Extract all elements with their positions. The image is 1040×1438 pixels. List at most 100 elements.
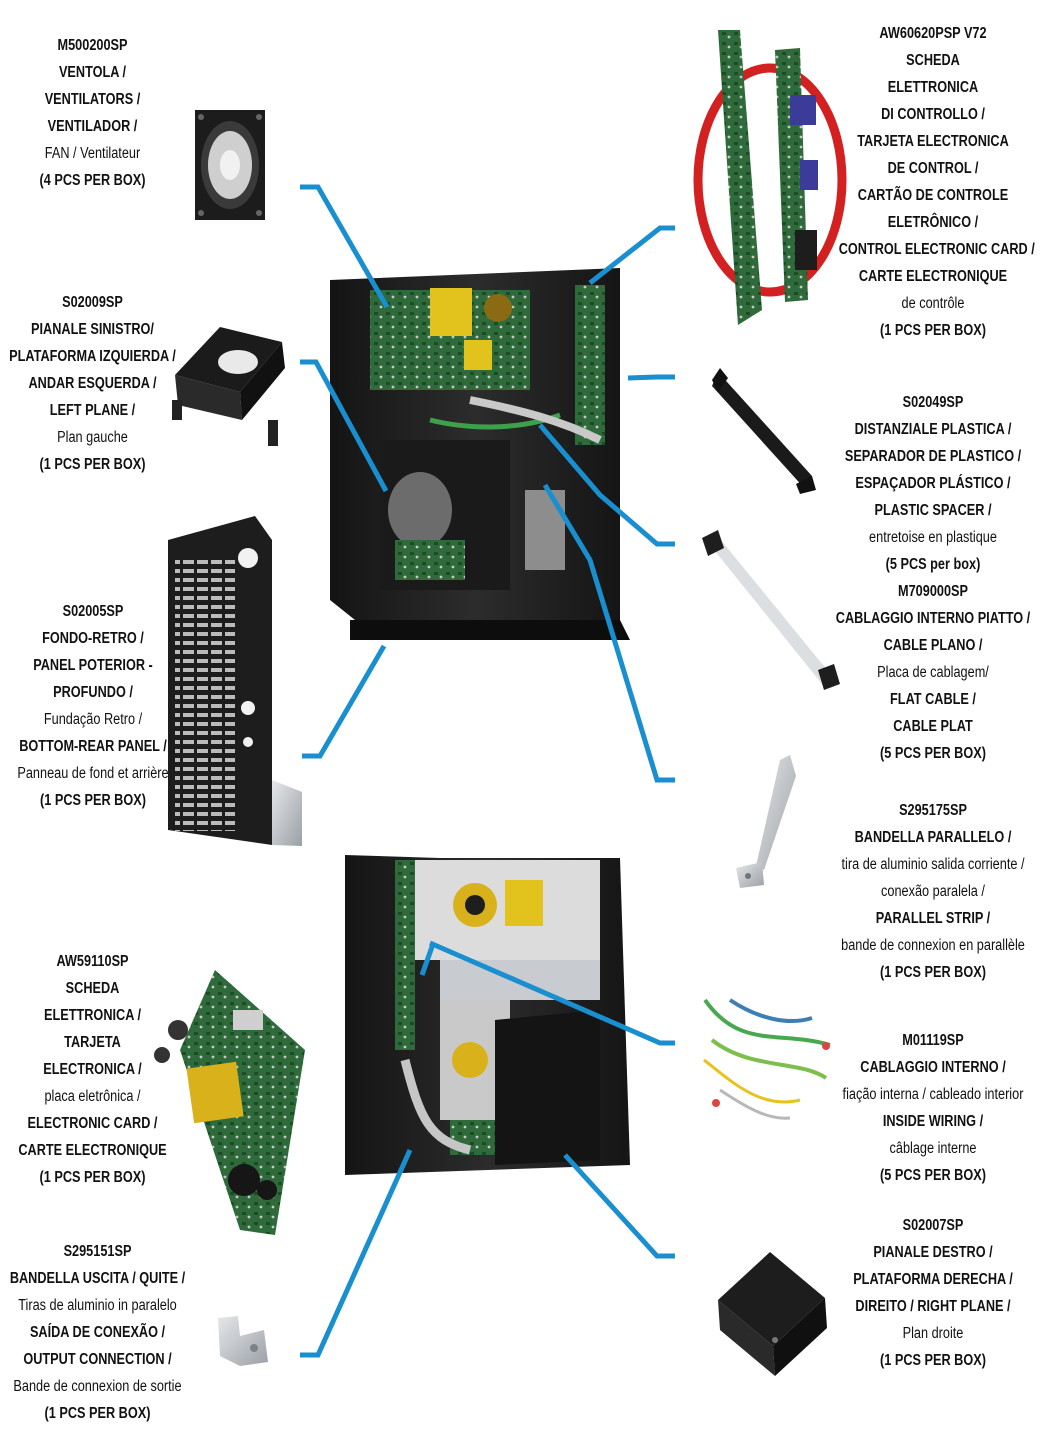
label-line: PLATAFORMA IZQUIERDA / [9,348,176,365]
main-unit-bottom-photo [345,855,630,1175]
leader-inside-wiring-top [419,943,436,976]
label-line: SAÍDA DE CONEXÃO / [29,1324,166,1341]
label-line: TARJETA ELECTRONICA [857,133,1009,150]
label-line: VENTILATORS / [44,91,141,108]
label-line: M709000SP [898,583,968,600]
leader-left-plane [300,359,389,493]
leader-flat-cable [538,423,675,547]
label-line: ELETRÔNICO / [887,214,979,231]
main-unit-top-photo [330,268,630,640]
label-right-plane: S02007SP PIANALE DESTRO / PLATAFORMA DEREC… [839,1212,1028,1374]
label-line: OUTPUT CONNECTION / [23,1351,172,1368]
leader-parallel [542,483,675,783]
label-line: ANDAR ESQUERDA / [28,375,157,392]
label-line: FAN / Ventilateur [44,145,141,162]
label-line: M500200SP [57,37,128,54]
label-line: (1 PCS PER BOX) [39,456,146,473]
leader-inside-wiring [429,940,675,1046]
label-line: (1 PCS PER BOX) [880,322,986,339]
label-line: (5 PCS per box) [885,556,981,573]
label-line: (5 PCS PER BOX) [880,745,986,762]
label-line: DI CONTROLLO / [881,106,985,123]
label-line: M01119SP [902,1032,964,1049]
label-line: S02009SP [62,294,123,311]
label-line: S02005SP [62,603,124,620]
label-flat-cable: M709000SP CABLAGGIO INTERNO PIATTO / CABLE… [835,578,1032,767]
label-line: bande de connexion en parallèle [841,937,1025,954]
label-line: PIANALE SINISTRO/ [31,321,154,338]
label-line: FONDO-RETRO / [42,630,144,647]
label-line: (1 PCS PER BOX) [880,1352,986,1369]
label-line: SEPARADOR DE PLASTICO / [844,448,1022,465]
label-line: Placa de cablagem/ [877,664,989,681]
bottom-rear-panel-photo [168,516,302,846]
label-line: TARJETA [64,1034,121,1051]
leader-spacer [627,374,675,381]
label-line: S295175SP [899,802,967,819]
label-line: PARALLEL STRIP / [875,910,991,927]
label-line: (1 PCS PER BOX) [39,1169,146,1186]
label-line: PROFUNDO / [53,684,133,701]
label-line: BOTTOM-REAR PANEL / [19,738,167,755]
label-line: ELETTRONICA / [44,1007,141,1024]
parallel-strip-photo [736,755,796,888]
label-line: Fundação Retro / [43,711,143,728]
leader-bottom-rear [302,644,387,759]
leader-control-card [588,225,675,285]
label-line: LEFT PLANE / [49,402,136,419]
leader-lines [300,184,675,1358]
leader-output [300,1148,413,1358]
label-line: VENTILADOR / [47,118,138,135]
label-line: PANEL POTERIOR - [33,657,153,674]
label-line: entretoise en plastique [869,529,997,546]
label-line: câblage interne [889,1140,977,1157]
plastic-spacer-photo [712,368,816,494]
label-line: ELECTRONICA / [43,1061,142,1078]
label-line: Plan gauche [57,429,128,446]
label-line: CABLE PLAT [893,718,973,735]
label-line: BANDELLA PARALLELO / [854,829,1012,846]
label-line: DE CONTROL / [887,160,979,177]
left-plane-photo [172,327,285,446]
label-line: S02007SP [902,1217,964,1234]
label-line: DISTANZIALE PLASTICA / [854,421,1012,438]
output-strip-photo [218,1316,268,1366]
label-line: (1 PCS PER BOX) [40,792,146,809]
label-line: Panneau de fond et arrière [17,765,169,782]
label-line: CABLAGGIO INTERNO PIATTO / [835,610,1031,627]
label-line: SCHEDA [65,980,120,997]
label-line: SCHEDA [906,52,960,69]
label-left-plane: S02009SP PIANALE SINISTRO/PLATAFORMA IZQU… [4,289,180,478]
label-line: INSIDE WIRING / [882,1113,984,1130]
fan-photo [195,110,265,220]
label-line: CARTE ELECTRONIQUE [18,1142,167,1159]
label-line: PLATAFORMA DERECHA / [853,1271,1013,1288]
label-bottom-rear: S02005SP FONDO-RETRO / PANEL POTERIOR - PRO… [7,598,179,814]
inside-wiring-photo [703,998,831,1120]
label-line: fiação interna / cableado interior [842,1086,1024,1103]
label-line: CONTROL ELECTRONIC CARD / [838,241,1035,258]
label-line: (5 PCS PER BOX) [880,1167,986,1184]
leader-right-plane [563,1153,675,1259]
label-line: de contrôle [901,295,965,312]
electronic-card-photo [154,970,305,1235]
label-line: PIANALE DESTRO / [873,1244,993,1261]
label-line: FLAT CABLE / [890,691,976,708]
label-line: Plan droite [902,1325,964,1342]
label-line: CARTE ELECTRONIQUE [858,268,1008,285]
label-line: Tiras de aluminio in paralelo [18,1297,177,1314]
label-line: (4 PCS PER BOX) [39,172,146,189]
right-plane-photo [718,1252,827,1376]
label-line: DIREITO / RIGHT PLANE / [855,1298,1011,1315]
label-line: placa eletrônica / [44,1088,141,1105]
label-line: (1 PCS PER BOX) [880,964,986,981]
label-line: ESPAÇADOR PLÁSTICO / [855,475,1011,492]
